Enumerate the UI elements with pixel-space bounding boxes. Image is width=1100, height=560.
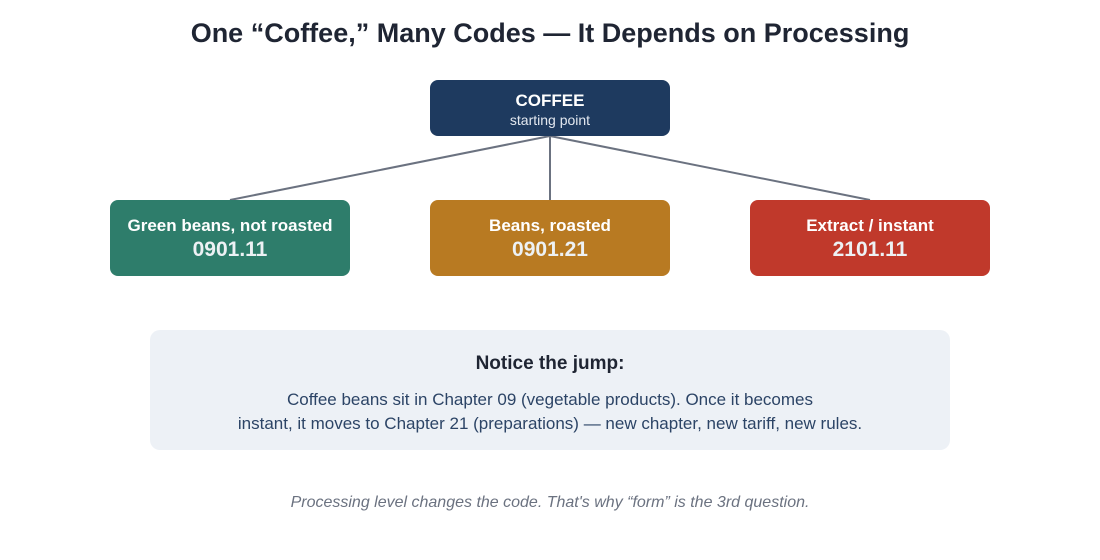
notice-body: Coffee beans sit in Chapter 09 (vegetabl… [150, 388, 950, 436]
root-node-coffee: COFFEE starting point [430, 80, 670, 136]
branch-node-roasted-beans: Beans, roasted 0901.21 [430, 200, 670, 276]
branch-label: Beans, roasted [489, 216, 611, 235]
branch-node-extract-instant: Extract / instant 2101.11 [750, 200, 990, 276]
branch-node-green-beans: Green beans, not roasted 0901.11 [110, 200, 350, 276]
branch-code: 0901.21 [512, 238, 588, 261]
root-node-name: COFFEE [515, 91, 585, 110]
connector-to-red [549, 135, 871, 201]
page-title: One “Coffee,” Many Codes — It Depends on… [190, 18, 910, 48]
branch-code: 0901.11 [192, 238, 268, 261]
branch-label: Extract / instant [806, 216, 934, 235]
branch-label: Green beans, not roasted [127, 216, 333, 235]
notice-line-1: Coffee beans sit in Chapter 09 (vegetabl… [286, 390, 814, 409]
branch-code: 2101.11 [832, 238, 908, 261]
footer-caption: Processing level changes the code. That'… [290, 494, 810, 511]
connector-to-green [229, 135, 551, 201]
notice-box: Notice the jump: Coffee beans sit in Cha… [150, 330, 950, 450]
notice-line-2: instant, it moves to Chapter 21 (prepara… [237, 414, 863, 433]
notice-heading: Notice the jump: [475, 353, 625, 374]
root-node-subtitle: starting point [509, 112, 591, 128]
